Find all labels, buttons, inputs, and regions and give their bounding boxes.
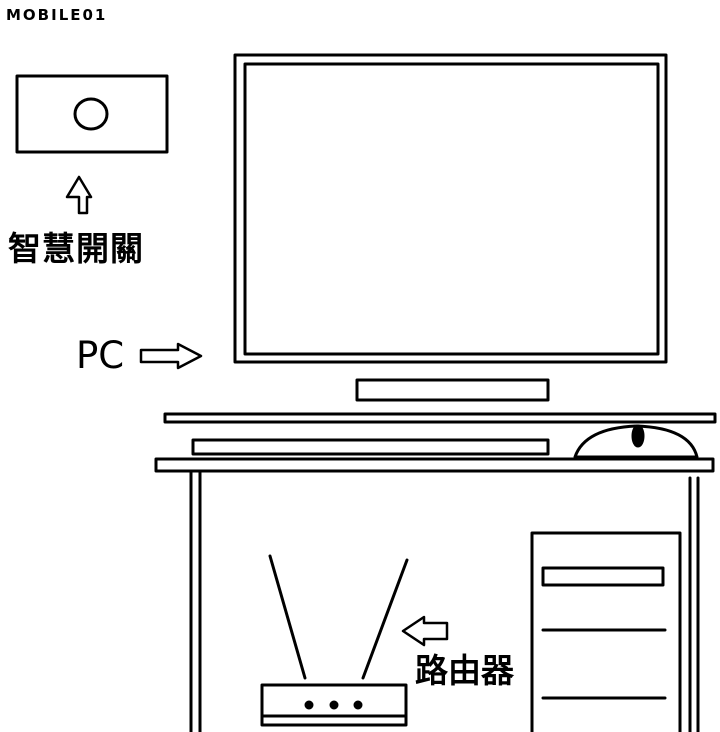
pc-tower bbox=[530, 531, 682, 732]
mouse bbox=[573, 424, 699, 459]
right-arrow-icon bbox=[139, 342, 203, 370]
pc-label: PC bbox=[76, 334, 125, 377]
smart-switch-label: 智慧開關 bbox=[8, 229, 144, 268]
monitor bbox=[233, 53, 668, 402]
left-arrow-icon bbox=[401, 615, 449, 647]
smart-switch bbox=[15, 74, 169, 154]
desk bbox=[154, 412, 717, 732]
keyboard bbox=[191, 438, 550, 456]
watermark-logo: MOBILE01 bbox=[6, 6, 108, 24]
up-arrow-icon bbox=[65, 175, 93, 215]
router-label: 路由器 bbox=[415, 651, 514, 690]
router bbox=[260, 554, 409, 727]
